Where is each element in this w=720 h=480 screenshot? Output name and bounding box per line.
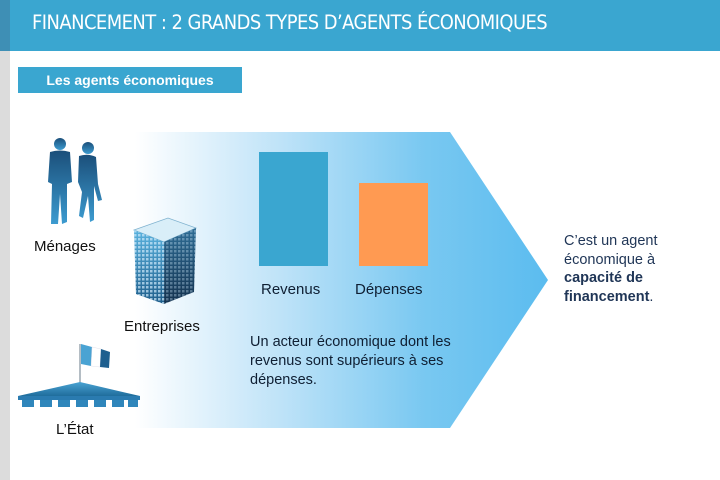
government-building-icon [18,344,140,407]
description-text: Un acteur économique dont les revenus so… [250,334,451,388]
left-margin-strip-top [0,0,10,51]
left-margin-strip [0,0,10,480]
bar-depenses [359,183,428,266]
title-bar: FINANCEMENT : 2 GRANDS TYPES D’AGENTS ÉC… [10,0,720,51]
conclusion-bold: capacité de financement [564,270,650,305]
agent-label-etat: L’État [56,421,94,438]
page-title: FINANCEMENT : 2 GRANDS TYPES D’AGENTS ÉC… [32,11,548,34]
building-icon [132,217,198,304]
agent-label-menages: Ménages [34,238,96,255]
bar-revenus [259,152,328,266]
conclusion-text: C’est un agent économique à capacité de … [564,232,714,306]
bar-label-revenus: Revenus [261,281,321,298]
section-tag: Les agents économiques [18,67,242,93]
conclusion-suffix: . [649,288,654,305]
conclusion-prefix: C’est un agent économique à [564,233,658,268]
people-icon [48,138,102,224]
agent-label-entreprises: Entreprises [124,318,200,335]
bar-label-depenses: Dépenses [355,281,423,298]
